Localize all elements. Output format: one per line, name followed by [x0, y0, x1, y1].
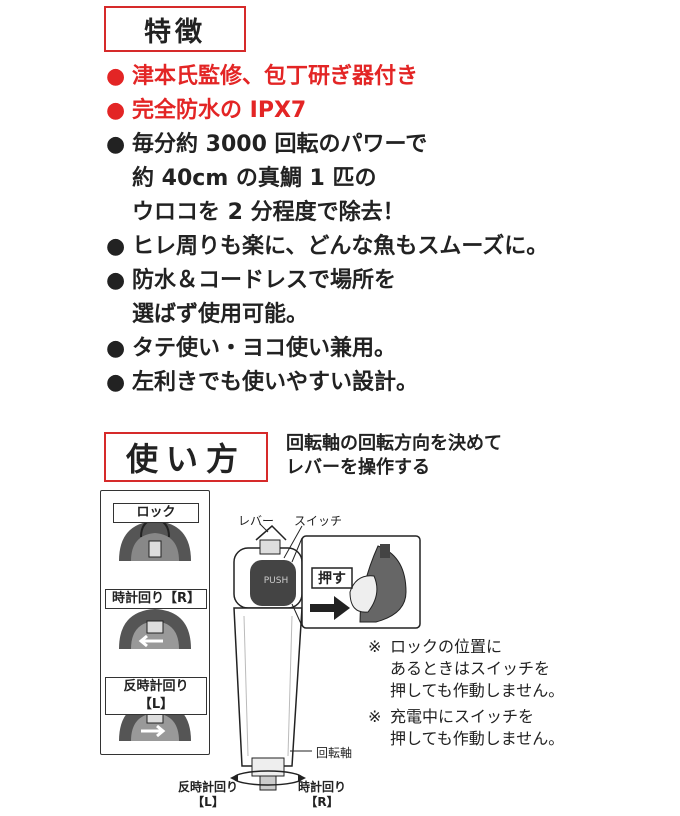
- feature-line: 津本氏監修、包丁研ぎ器付き: [132, 64, 419, 89]
- feature-line: ヒレ周りも楽に、どんな魚もスムーズに。: [132, 234, 549, 259]
- usage-instruction: 回転軸の回転方向を決めて レバーを操作する: [286, 432, 502, 480]
- feature-item: ●防水＆コードレスで場所を選ばず使用可能。: [106, 264, 676, 332]
- usage-header: 使い方: [104, 432, 268, 482]
- usage-instruction-line: 回転軸の回転方向を決めて: [286, 433, 502, 454]
- feature-line: 左利きでも使いやすい設計。: [132, 370, 419, 395]
- lock-state-label: ロック: [113, 503, 199, 523]
- usage-title: 使い方: [125, 440, 246, 478]
- note-line: 充電中にスイッチを: [390, 707, 535, 726]
- feature-list: ●津本氏監修、包丁研ぎ器付き●完全防水の IPX7●毎分約 3000 回転のパワ…: [106, 60, 676, 400]
- switch-zoom-inset: [291, 535, 421, 629]
- note-mark: ※: [368, 707, 382, 726]
- feature-line: 防水＆コードレスで場所を: [132, 268, 397, 293]
- features-title: 特徴: [144, 16, 206, 48]
- ccw-label-text: 反時計回り: [178, 780, 239, 794]
- cw-label-code: 【R】: [305, 795, 339, 809]
- feature-bullet: ●: [106, 336, 126, 361]
- feature-bullet: ●: [106, 234, 126, 259]
- note-line: ロックの位置に: [390, 637, 503, 656]
- scaler-device: [230, 524, 306, 791]
- feature-line: ウロコを 2 分程度で除去！: [132, 200, 405, 225]
- press-label: 押す: [318, 570, 346, 587]
- feature-bullet: ●: [106, 64, 126, 89]
- feature-bullet: ●: [106, 268, 126, 293]
- feature-bullet: ●: [106, 370, 126, 395]
- features-header: 特徴: [104, 6, 246, 52]
- note-line: あるときはスイッチを: [390, 659, 551, 678]
- ccw-label-code: 【L】: [192, 795, 224, 809]
- shaft-label: 回転軸: [316, 746, 353, 760]
- feature-line: 選ばず使用可能。: [132, 302, 309, 327]
- note-lines: ロックの位置にあるときはスイッチを押しても作動しません。: [390, 636, 564, 702]
- feature-bullet: ●: [106, 132, 126, 157]
- feature-bullet: ●: [106, 98, 126, 123]
- counter-clockwise-state-label: 反時計回り【L】: [105, 677, 207, 715]
- lever-state-panel: ロック 時計回り【R】 反時計回り【L】: [100, 490, 210, 755]
- switch-label: スイッチ: [294, 514, 343, 528]
- lock-state-illustration: [119, 517, 191, 561]
- cw-label: 時計回り 【R】: [298, 780, 346, 810]
- usage-notes: ※ロックの位置にあるときはスイッチを押しても作動しません。※充電中にスイッチを押…: [368, 636, 564, 754]
- usage-note: ※ 充電中にスイッチを押しても作動しません。: [368, 706, 564, 750]
- clockwise-state-label: 時計回り【R】: [105, 589, 207, 609]
- feature-item: ●タテ使い・ヨコ使い兼用。: [106, 332, 676, 366]
- feature-item: ●津本氏監修、包丁研ぎ器付き: [106, 60, 676, 94]
- lever-label: レバー: [238, 514, 275, 528]
- feature-item: ●毎分約 3000 回転のパワーで約 40cm の真鯛 1 匹のウロコを 2 分…: [106, 128, 676, 230]
- feature-item: ●左利きでも使いやすい設計。: [106, 366, 676, 400]
- device-diagram: PUSH 押す: [230, 523, 421, 791]
- feature-item: ●完全防水の IPX7: [106, 94, 676, 128]
- push-text: PUSH: [264, 576, 289, 586]
- feature-line: タテ使い・ヨコ使い兼用。: [132, 336, 397, 361]
- feature-line: 約 40cm の真鯛 1 匹の: [132, 166, 377, 191]
- cw-label-text: 時計回り: [298, 780, 347, 794]
- note-line: 押しても作動しません。: [390, 729, 565, 748]
- note-lines: 充電中にスイッチを押しても作動しません。: [390, 706, 564, 750]
- feature-item: ●ヒレ周りも楽に、どんな魚もスムーズに。: [106, 230, 676, 264]
- ccw-label: 反時計回り 【L】: [178, 780, 238, 810]
- usage-instruction-line: レバーを操作する: [286, 457, 430, 478]
- note-mark: ※: [368, 637, 382, 656]
- clockwise-state-illustration: [119, 609, 191, 649]
- usage-note: ※ ロックの位置にあるときはスイッチを押しても作動しません。: [368, 636, 564, 702]
- feature-line: 毎分約 3000 回転のパワーで: [132, 132, 428, 157]
- note-line: 押しても作動しません。: [390, 681, 565, 700]
- feature-line: 完全防水の IPX7: [132, 98, 307, 123]
